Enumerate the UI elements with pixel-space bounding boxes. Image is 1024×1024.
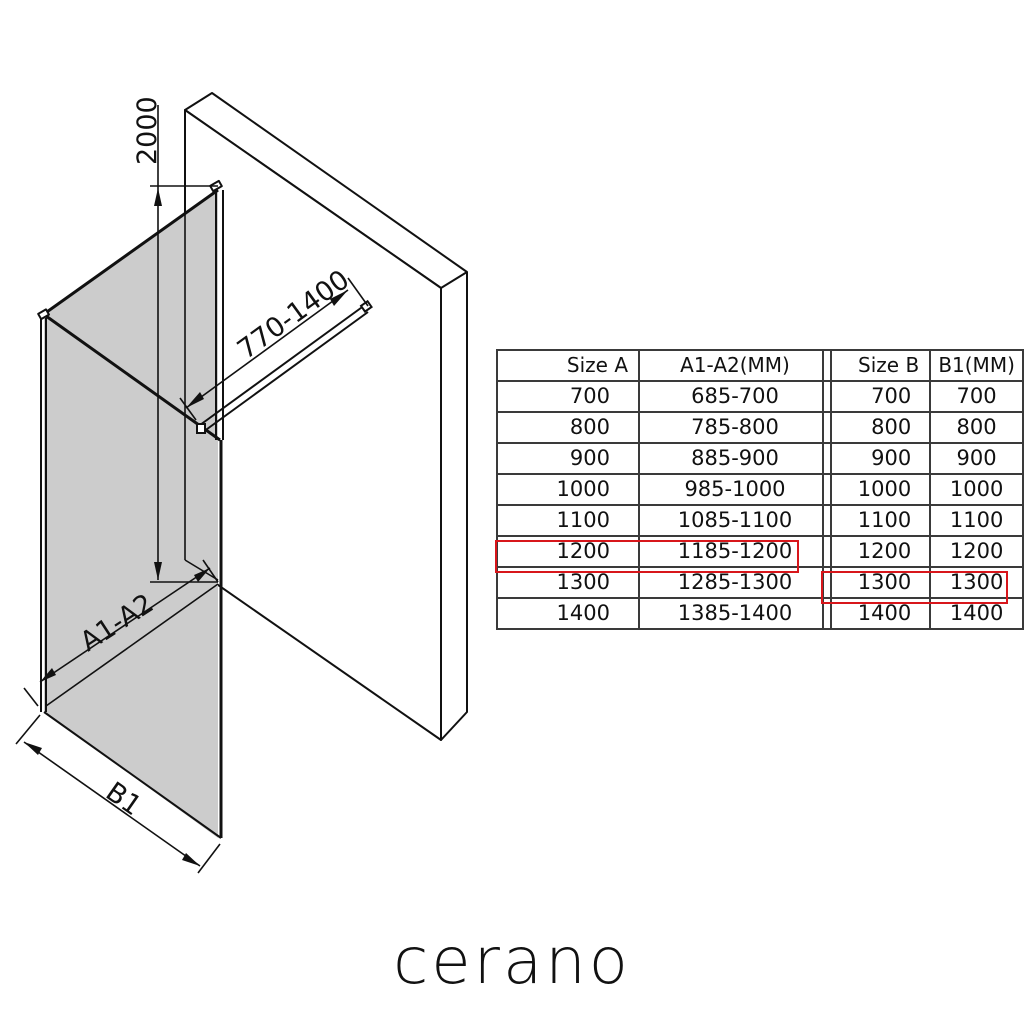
b1-cell: 1200 [929, 535, 1024, 568]
table-header-row: Size B B1(MM) [821, 349, 1024, 382]
depth-dimension [15, 714, 221, 874]
a1-a2-cell: 785-800 [638, 411, 832, 444]
a1-a2-cell: 1385-1400 [638, 597, 832, 630]
size-b-cell: 1300 [821, 566, 932, 599]
depth-label: B1 [100, 776, 147, 822]
size-b-cell: 800 [821, 411, 932, 444]
size-a-cell: 800 [496, 411, 640, 444]
support-bar-dimension [179, 277, 369, 421]
height-dimension [150, 105, 219, 583]
b1-cell: 1000 [929, 473, 1024, 506]
size-a-cell: 700 [496, 380, 640, 413]
a1-a2-cell: 1185-1200 [638, 535, 832, 568]
size-a-cell: 1100 [496, 504, 640, 537]
size-a-cell: 1000 [496, 473, 640, 506]
height-label: 2000 [132, 96, 163, 165]
size-b-cell: 1400 [821, 597, 932, 630]
b1-header: B1(MM) [929, 349, 1024, 382]
brand-logo: cerano [393, 925, 631, 999]
b1-cell: 1100 [929, 504, 1024, 537]
a1-a2-header: A1-A2(MM) [638, 349, 832, 382]
a1-a2-cell: 885-900 [638, 442, 832, 475]
b1-cell: 1400 [929, 597, 1024, 630]
size-b-header: Size B [821, 349, 932, 382]
b1-cell: 800 [929, 411, 1024, 444]
a1-a2-cell: 1285-1300 [638, 566, 832, 599]
size-b-cell: 1100 [821, 504, 932, 537]
glass-panel [37, 179, 224, 839]
size-a-cell: 900 [496, 442, 640, 475]
wall [184, 92, 468, 741]
a1-a2-cell: 1085-1100 [638, 504, 832, 537]
panel-width-dimension [23, 559, 219, 707]
b1-cell: 1300 [929, 566, 1024, 599]
b1-cell: 900 [929, 442, 1024, 475]
size-b-cell: 1200 [821, 535, 932, 568]
size-a-cell: 1200 [496, 535, 640, 568]
size-a-cell: 1400 [496, 597, 640, 630]
b1-cell: 700 [929, 380, 1024, 413]
a1-a2-cell: 985-1000 [638, 473, 832, 506]
support-bar [196, 299, 373, 434]
size-b-cell: 900 [821, 442, 932, 475]
a1-a2-cell: 685-700 [638, 380, 832, 413]
table-header-row: Size A A1-A2(MM) [496, 349, 832, 382]
size-a-header: Size A [496, 349, 640, 382]
size-b-cell: 1000 [821, 473, 932, 506]
size-a-cell: 1300 [496, 566, 640, 599]
size-b-cell: 700 [821, 380, 932, 413]
